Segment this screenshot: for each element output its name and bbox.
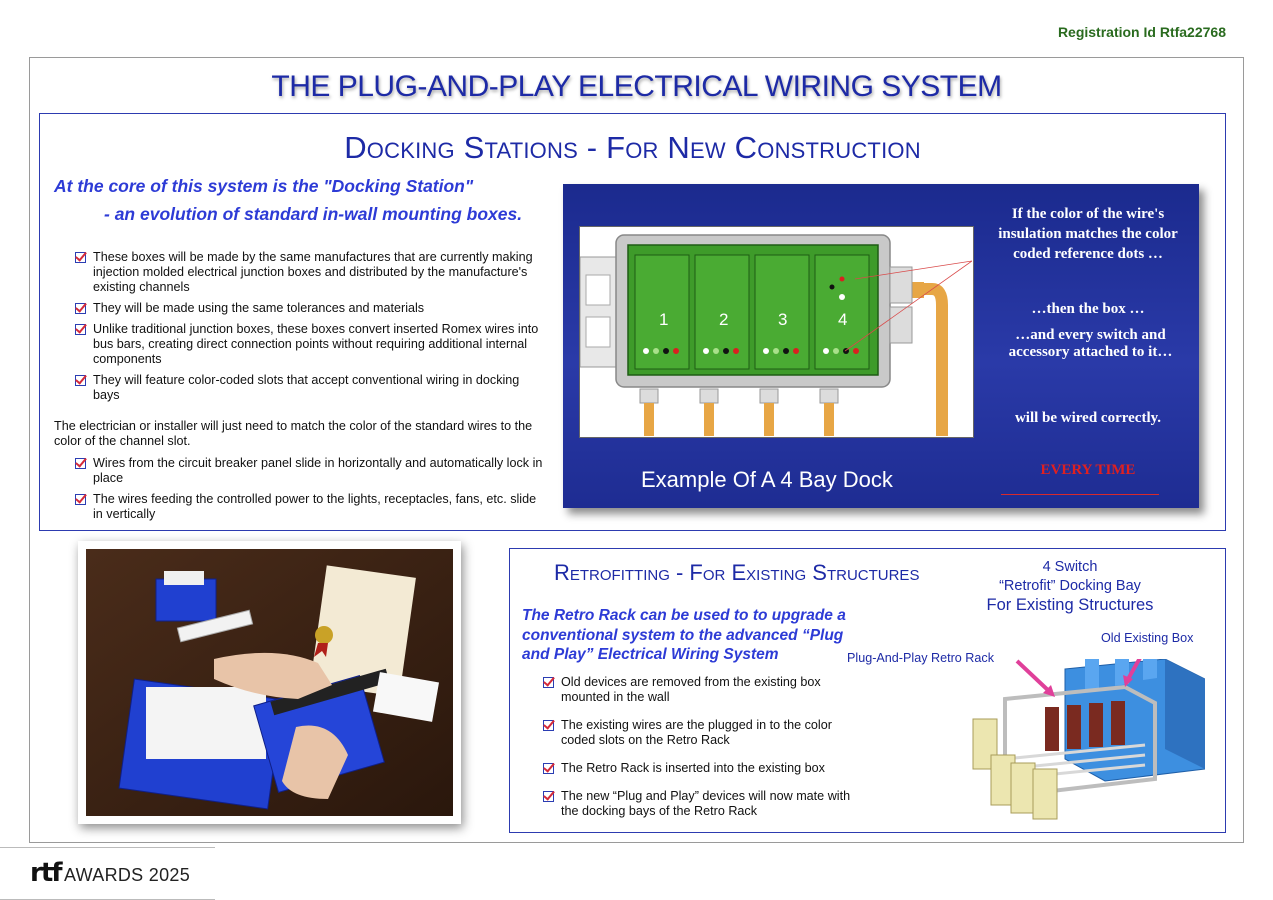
- dock-text-every-time: EVERY TIME: [1040, 462, 1136, 478]
- dock-text-4: will be wired correctly.: [1014, 410, 1162, 426]
- list-item: Unlike traditional junction boxes, these…: [54, 322, 544, 367]
- checkbox-icon: [543, 791, 554, 802]
- retro-label-line-2: “Retrofit” Docking Bay: [999, 578, 1141, 594]
- rtf-logo: rtf: [30, 858, 63, 888]
- bay-number-2: 2: [719, 310, 728, 329]
- docking-intro-line-2: - an evolution of standard in-wall mount…: [104, 204, 523, 224]
- list-item: The existing wires are the plugged in to…: [522, 718, 852, 748]
- retro-intro: The Retro Rack can be used to to upgrade…: [522, 607, 846, 663]
- retro-rack-label: Plug-And-Play Retro Rack: [847, 651, 994, 665]
- product-photo: [78, 541, 461, 824]
- underline-divider: [1001, 494, 1159, 495]
- retro-bullet-list: Old devices are removed from the existin…: [522, 675, 852, 832]
- awards-footer: rtf AWARDS 2025: [0, 847, 215, 900]
- checkbox-icon: [543, 763, 554, 774]
- docking-stations-panel: Docking Stations - For New Construction …: [39, 113, 1226, 531]
- dock-text-2: …then the box …: [1031, 301, 1145, 317]
- checkbox-icon: [75, 252, 86, 263]
- docking-section-title: Docking Stations - For New Construction: [344, 130, 921, 165]
- bay-number-1: 1: [659, 310, 668, 329]
- main-title: THE PLUG-AND-PLAY ELECTRICAL WIRING SYST…: [271, 70, 1002, 103]
- docking-intro-line-1: At the core of this system is the "Docki…: [54, 176, 474, 196]
- bay-number-4: 4: [838, 310, 847, 329]
- checkbox-icon: [75, 375, 86, 386]
- hands-assembling-dock-photo: [86, 549, 453, 816]
- four-bay-dock-illustration: 1 2 3 4: [579, 227, 980, 436]
- retro-section-title: Retrofitting - For Existing Structures: [554, 560, 920, 585]
- list-item: The wires feeding the controlled power t…: [54, 492, 544, 522]
- list-item: The Retro Rack is inserted into the exis…: [522, 761, 852, 776]
- docking-bullet-list: These boxes will be made by the same man…: [54, 250, 544, 409]
- checkbox-icon: [543, 720, 554, 731]
- docking-bullet-list-2: Wires from the circuit breaker panel sli…: [54, 456, 544, 528]
- dock-example-image: 1 2 3 4 Example Of A 4 Bay Dock If the c…: [563, 184, 1199, 508]
- checkbox-icon: [75, 324, 86, 335]
- dock-illustration-frame: 1 2 3 4: [579, 226, 980, 438]
- docking-paragraph: The electrician or installer will just n…: [54, 419, 533, 448]
- dock-caption: Example Of A 4 Bay Dock: [641, 467, 893, 492]
- list-item: Old devices are removed from the existin…: [522, 675, 852, 705]
- retro-image-label: 4 Switch “Retrofit” Docking Bay For Exis…: [950, 558, 1190, 615]
- retrofitting-panel: Retrofitting - For Existing Structures T…: [509, 548, 1226, 833]
- retro-label-line-3: For Existing Structures: [986, 596, 1154, 614]
- old-existing-box-label: Old Existing Box: [1101, 631, 1194, 645]
- retro-rack-illustration: [972, 659, 1205, 820]
- registration-id: Registration Id Rtfa22768: [1057, 24, 1226, 40]
- dock-text-1: If the color of the wire's insulation ma…: [998, 206, 1178, 262]
- checkbox-icon: [543, 677, 554, 688]
- list-item: Wires from the circuit breaker panel sli…: [54, 456, 544, 486]
- bay-number-3: 3: [778, 310, 787, 329]
- checkbox-icon: [75, 458, 86, 469]
- list-item: The new “Plug and Play” devices will now…: [522, 789, 852, 819]
- awards-year: AWARDS 2025: [64, 865, 191, 885]
- checkbox-icon: [75, 494, 86, 505]
- dock-text-3: …and every switch and accessory attached…: [1008, 327, 1173, 360]
- list-item: They will feature color-coded slots that…: [54, 373, 544, 403]
- retro-label-line-1: 4 Switch: [1042, 559, 1098, 575]
- list-item: They will be made using the same toleran…: [54, 301, 544, 316]
- page-frame: [29, 57, 1244, 843]
- list-item: These boxes will be made by the same man…: [54, 250, 544, 295]
- checkbox-icon: [75, 303, 86, 314]
